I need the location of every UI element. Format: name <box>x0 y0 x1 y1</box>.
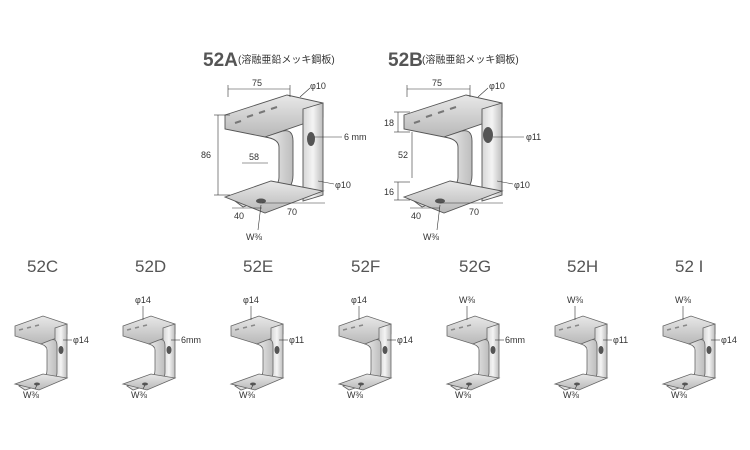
thread-52b: W⅜ <box>423 232 439 242</box>
bottom-leader-line <box>142 384 146 390</box>
dim-52a-bottom-left: 40 <box>234 211 244 221</box>
model-52a-label: 52A <box>203 50 238 71</box>
material-52a-label: (溶融亜鉛メッキ鋼板) <box>238 53 335 66</box>
dim-52b-bottom-left: 40 <box>411 211 421 221</box>
hole-52a-side: 6 mm <box>344 132 367 142</box>
dim-52b-top-seg: 18 <box>384 118 394 128</box>
bracket-52b-drawing <box>402 94 504 214</box>
top-hole-label: W⅜ <box>675 295 691 305</box>
model-label: 52G <box>459 257 491 276</box>
top-hole-label: W⅜ <box>459 295 475 305</box>
top-hole-label: φ14 <box>135 295 151 305</box>
dim-52b-top-width: 75 <box>432 78 442 88</box>
hole-52a-top: φ10 <box>310 81 326 91</box>
bottom-leader-line <box>34 384 38 390</box>
model-label: 52F <box>351 257 380 276</box>
bracket-drawing <box>122 315 176 391</box>
hole-52b-side: φ11 <box>526 132 541 142</box>
model-52b-label: 52B <box>388 50 423 71</box>
bracket-52b: 52B (溶融亜鉛メッキ鋼板) 75 18 52 16 40 70 φ10 <box>384 50 541 242</box>
bracket-drawing <box>554 315 608 391</box>
bracket-drawing <box>662 315 716 391</box>
material-52b-label: (溶融亜鉛メッキ鋼板) <box>422 53 519 66</box>
dim-52a-height: 86 <box>201 150 211 160</box>
side-hole-label: 6mm <box>505 335 525 345</box>
bracket-drawing <box>446 315 500 391</box>
bracket-52a: 52A (溶融亜鉛メッキ鋼板) 75 86 58 40 70 <box>201 50 367 242</box>
bottom-leader-line <box>358 384 362 390</box>
model-label: 52D <box>135 257 166 276</box>
top-hole-label: W⅜ <box>567 295 583 305</box>
side-hole-label: 6mm <box>181 335 201 345</box>
bottom-thread-label: W⅜ <box>239 390 255 400</box>
bottom-leader-line <box>466 384 470 390</box>
bottom-thread-label: W⅜ <box>563 390 579 400</box>
bracket-drawing <box>14 315 68 391</box>
bottom-thread-label: W⅜ <box>131 390 147 400</box>
thread-52a: W⅜ <box>246 232 262 242</box>
model-label: 52 I <box>675 257 703 276</box>
side-hole-label: φ11 <box>613 335 628 345</box>
dim-52b-bot-seg: 16 <box>384 187 394 197</box>
side-hole-label: φ11 <box>289 335 304 345</box>
dim-52a-inner: 58 <box>249 152 259 162</box>
side-hole-label: φ14 <box>73 335 89 345</box>
bracket-52a-drawing <box>223 94 325 214</box>
dim-52b-mid-seg: 52 <box>398 150 408 160</box>
bracket-drawing <box>230 315 284 391</box>
model-label: 52H <box>567 257 598 276</box>
hole-52b-bottom: φ10 <box>514 180 530 190</box>
dim-52a-bottom-right: 70 <box>287 207 297 217</box>
top-hole-label: φ14 <box>351 295 367 305</box>
bracket-drawing <box>338 315 392 391</box>
bottom-thread-label: W⅜ <box>347 390 363 400</box>
bottom-leader-line <box>250 384 254 390</box>
bottom-leader-line <box>682 384 686 390</box>
side-hole-label: φ14 <box>721 335 737 345</box>
top-hole-label: φ14 <box>243 295 259 305</box>
model-label: 52E <box>243 257 273 276</box>
hole-52b-top: φ10 <box>489 81 505 91</box>
bottom-bracket-row: 52Cφ14W⅜52Dφ146mmW⅜52Eφ14φ11W⅜52Fφ14φ14W… <box>14 257 737 400</box>
bottom-thread-label: W⅜ <box>671 390 687 400</box>
bottom-thread-label: W⅜ <box>455 390 471 400</box>
model-label: 52C <box>27 257 58 276</box>
bottom-leader-line <box>574 384 578 390</box>
side-hole-label: φ14 <box>397 335 413 345</box>
dim-52a-top-width: 75 <box>252 78 262 88</box>
dim-52b-bottom-right: 70 <box>469 207 479 217</box>
hole-52a-bottom: φ10 <box>335 180 351 190</box>
bottom-thread-label: W⅜ <box>23 390 39 400</box>
